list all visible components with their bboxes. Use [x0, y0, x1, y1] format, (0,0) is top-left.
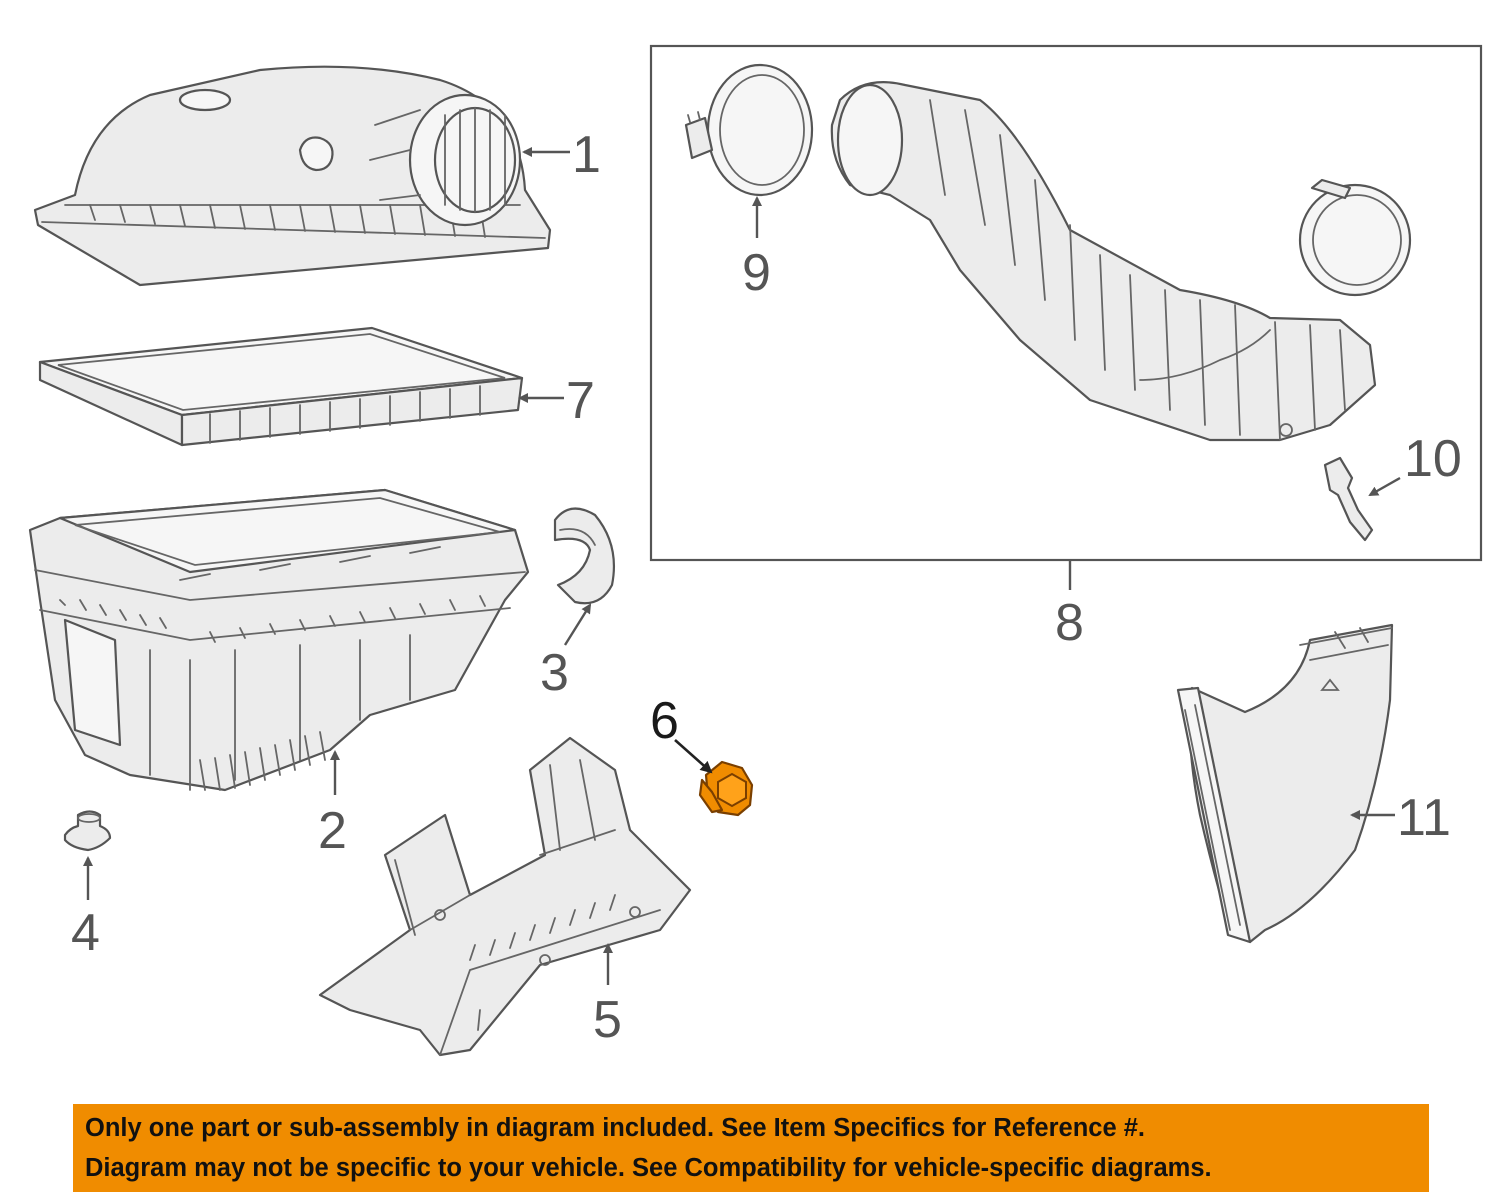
callout-7: 7: [566, 372, 595, 430]
part-3-clip: [553, 507, 616, 605]
callout-5: 5: [593, 991, 622, 1049]
part-7-air-filter: [38, 326, 524, 447]
part-6-bolt-highlighted: [698, 760, 754, 817]
part-5-bracket: [318, 736, 692, 1057]
leader-6: [674, 739, 713, 774]
part-11-inlet-duct: [1176, 623, 1394, 944]
callout-11: 11: [1397, 789, 1451, 847]
disclaimer-banner: Only one part or sub-assembly in diagram…: [73, 1104, 1429, 1192]
callout-10: 10: [1404, 430, 1462, 488]
part-10-sensor: [1323, 456, 1374, 542]
callout-4: 4: [71, 904, 100, 962]
callout-8: 8: [1055, 594, 1084, 652]
disclaimer-line-1: Only one part or sub-assembly in diagram…: [85, 1114, 1145, 1142]
callout-6: 6: [650, 692, 679, 750]
callout-3: 3: [540, 644, 569, 702]
leader-10: [1368, 476, 1401, 497]
leader-3: [563, 603, 592, 646]
callout-2: 2: [318, 802, 347, 860]
callout-9: 9: [742, 244, 771, 302]
part-4-grommet: [63, 810, 112, 852]
part-1-air-cleaner-cover: [33, 65, 552, 287]
part-8-air-inlet-hose: [830, 81, 1412, 442]
part-9-hose-clamp: [684, 63, 814, 197]
callout-1: 1: [572, 126, 601, 184]
assembly-8-box: [649, 44, 1483, 562]
part-2-lower-housing: [28, 488, 530, 792]
disclaimer-line-2: Diagram may not be specific to your vehi…: [85, 1154, 1212, 1182]
